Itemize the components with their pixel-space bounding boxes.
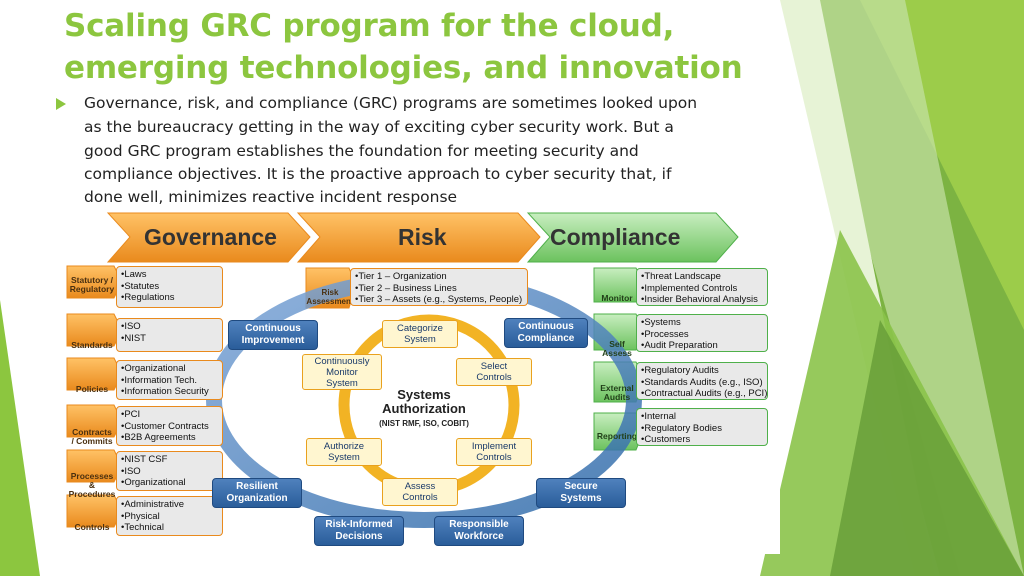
inner-select-controls: Select Controls (456, 358, 532, 386)
outer-risk-informed-decisions: Risk-Informed Decisions (314, 516, 404, 546)
comp-label-monitor: Monitor (601, 293, 633, 303)
gov-list-statutory: •Laws•Statutes•Regulations (116, 266, 223, 308)
stage-governance: Governance (144, 224, 277, 250)
gov-list-policies: •Organizational•Information Tech.•Inform… (116, 360, 223, 400)
inner-assess-controls: Assess Controls (382, 478, 458, 506)
outer-continuous-compliance: Continuous Compliance (504, 318, 588, 348)
risk-label: Risk Assessment (306, 288, 354, 306)
body-line-2: as the bureaucracy getting in the way of… (84, 118, 674, 136)
body-line-1: Governance, risk, and compliance (GRC) p… (84, 94, 698, 112)
gov-list-controls: •Administrative•Physical•Technical (116, 496, 223, 536)
grc-diagram: Governance Risk Compliance Statutory / R… (64, 210, 780, 554)
comp-list-reporting: •Internal•Regulatory Bodies•Customers (636, 408, 768, 446)
gov-label-contracts: Contracts / Commits (71, 427, 113, 446)
comp-label-self-assess: Self Assess (602, 339, 632, 358)
risk-list: •Tier 1 – Organization•Tier 2 – Business… (350, 268, 528, 306)
gov-label-controls: Controls (74, 522, 110, 532)
bullet-arrow-icon (56, 98, 66, 110)
outer-resilient-organization: Resilient Organization (212, 478, 302, 508)
gov-label-policies: Policies (75, 384, 109, 394)
inner-categorize-system: Categorize System (382, 320, 458, 348)
gov-label-statutory: Statutory / Regulatory (69, 275, 115, 294)
comp-label-external-audits: External Audits (600, 383, 634, 402)
governance-side-chevrons (66, 265, 123, 528)
comp-list-self-assess: •Systems•Processes•Audit Preparation (636, 314, 768, 352)
stage-compliance: Compliance (550, 224, 681, 250)
risk-arrow (296, 212, 541, 263)
gov-label-processes: Processes & Procedures (68, 471, 116, 499)
body-line-3: good GRC program establishes the foundat… (84, 142, 639, 160)
title-line-2: emerging technologies, and innovation (64, 50, 743, 86)
gov-list-contracts: •PCI•Customer Contracts•B2B Agreements (116, 406, 223, 446)
stage-risk: Risk (398, 224, 447, 250)
comp-label-reporting: Reporting (596, 431, 638, 441)
comp-list-monitor: •Threat Landscape•Implemented Controls•I… (636, 268, 768, 306)
gov-list-standards: •ISO•NIST (116, 318, 223, 352)
outer-secure-systems: Secure Systems (536, 478, 626, 508)
outer-responsible-workforce: Responsible Workforce (434, 516, 524, 546)
inner-implement-controls: Implement Controls (456, 438, 532, 466)
gov-list-processes: •NIST CSF•ISO•Organizational (116, 451, 223, 491)
inner-authorize-system: Authorize System (306, 438, 382, 466)
governance-arrow (106, 212, 311, 263)
compliance-arrow (526, 212, 739, 263)
gov-label-standards: Standards (71, 340, 113, 350)
body-line-5: done well, minimizes reactive incident r… (84, 188, 458, 206)
center-subtitle: (NIST RMF, ISO, COBIT) (379, 419, 469, 428)
comp-list-external-audits: •Regulatory Audits•Standards Audits (e.g… (636, 362, 768, 400)
center-title: Systems Authorization (382, 387, 466, 416)
outer-continuous-improvement: Continuous Improvement (228, 320, 318, 350)
inner-continuously-monitor-system: Continuously Monitor System (302, 354, 382, 390)
title-line-1: Scaling GRC program for the cloud, (64, 8, 675, 44)
body-line-4: compliance objectives. It is the proacti… (84, 165, 672, 183)
